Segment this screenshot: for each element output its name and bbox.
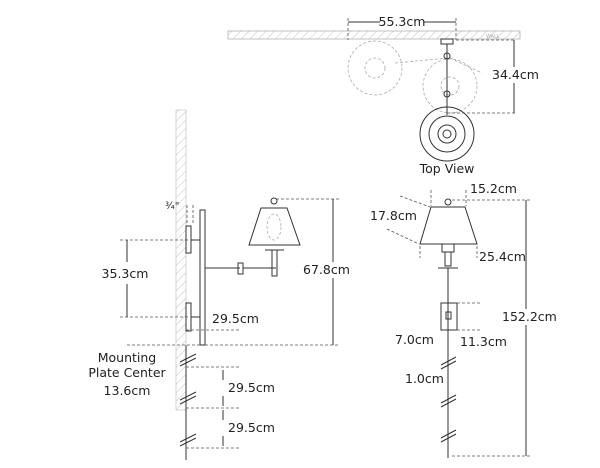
top-view-title: Top View [419, 161, 475, 176]
side-rod [199, 209, 206, 346]
shade-top-label: 15.2cm [470, 181, 517, 196]
rod-diameter-label: 1.0cm [405, 371, 444, 386]
top-width-label: 55.3cm [379, 14, 426, 29]
rod-segment-1: 29.5cm [212, 311, 259, 326]
front-plate [440, 302, 458, 331]
plate-height-label: 11.3cm [460, 334, 507, 349]
overall-height-label: 152.2cm [502, 309, 557, 324]
plate-width-label: 7.0cm [395, 332, 434, 347]
side-height-label: 67.8cm [303, 262, 350, 277]
top-wall [227, 30, 521, 40]
rod-segment-2: 29.5cm [228, 380, 275, 395]
top-depth-label: 34.4cm [492, 67, 539, 82]
side-shade [248, 207, 301, 246]
wall-label: WALL [486, 34, 500, 40]
shade-top-view [419, 106, 475, 162]
side-wall [175, 109, 187, 411]
mounting-label-2: Plate Center [88, 365, 166, 380]
swing-position-left [347, 40, 403, 96]
front-shade [419, 206, 478, 245]
mounting-value: 13.6cm [104, 383, 151, 398]
shade-height-label: 17.8cm [370, 208, 417, 223]
side-view: ¾" 67.8cm 35.3cm Mounting Plate Center 1… [88, 109, 358, 460]
top-view: WALL 55.3cm 34.4cm Top View [227, 14, 540, 176]
upper-plate [185, 225, 192, 254]
mounting-label-1: Mounting [98, 350, 157, 365]
shade-bottom-label: 25.4cm [479, 249, 526, 264]
front-view: 15.2cm 17.8cm 25.4cm 152.2cm 7.0cm 11.3c… [370, 181, 557, 458]
wall-offset-label: ¾" [165, 201, 179, 212]
rod-segment-3: 29.5cm [228, 420, 275, 435]
plate-spacing-label: 35.3cm [102, 266, 149, 281]
